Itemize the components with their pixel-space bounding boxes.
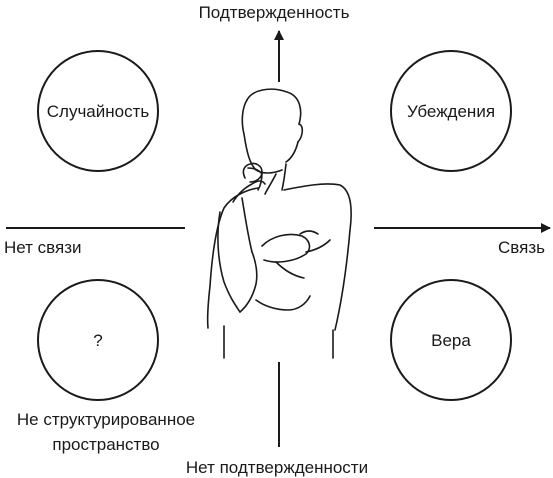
- quadrant-circle: [37, 50, 159, 172]
- unstructured-space-line2: пространство: [52, 435, 159, 454]
- quadrant-circle: [37, 279, 159, 401]
- quadrant-bottom-right: Вера: [390, 279, 512, 401]
- quadrant-label-beliefs: Убеждения: [407, 102, 495, 121]
- quadrant-label-question: ?: [93, 331, 102, 350]
- quadrant-circle: [390, 279, 512, 401]
- axis-label-right: Связь: [498, 238, 545, 257]
- quadrant-top-right: Убеждения: [390, 50, 512, 172]
- axis-label-left: Нет связи: [4, 238, 82, 257]
- quadrant-bottom-left: ?: [37, 279, 159, 401]
- axis-label-bottom: Нет подтвержденности: [186, 458, 368, 477]
- quadrant-label-chance: Случайность: [47, 102, 150, 121]
- quadrant-label-faith: Вера: [431, 331, 471, 350]
- axis-label-top: Подтвержденность: [199, 3, 350, 22]
- quadrant-top-left: Случайность: [37, 50, 159, 172]
- thinking-man-icon: [206, 88, 352, 359]
- unstructured-space-line1: Не структурированное: [17, 410, 195, 429]
- quadrant-circle: [390, 50, 512, 172]
